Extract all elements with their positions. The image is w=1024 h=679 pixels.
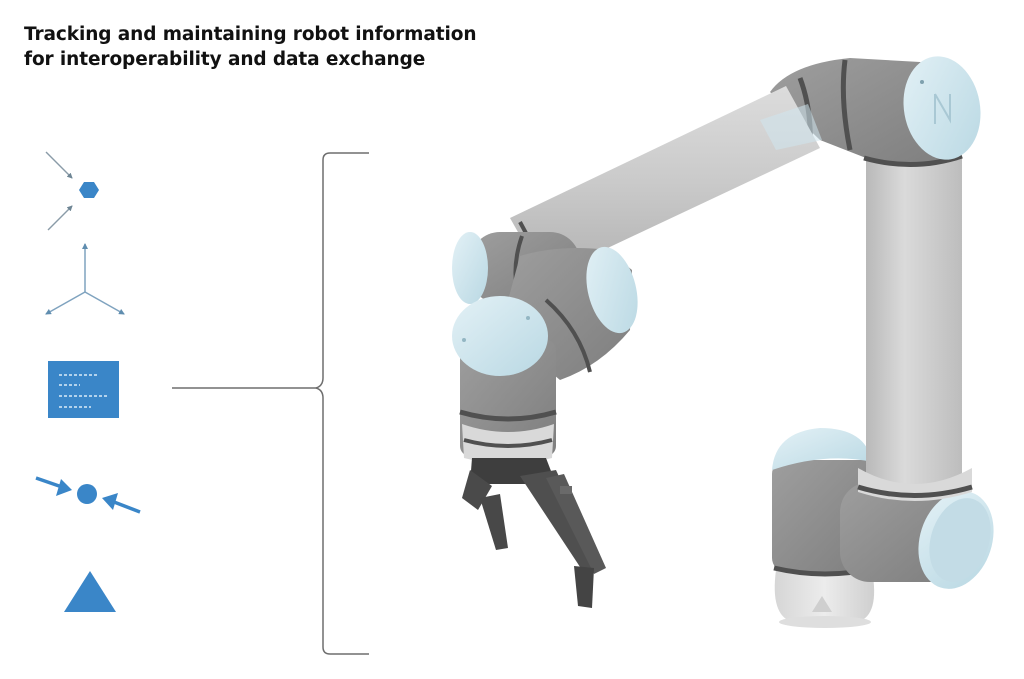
title-line-1: Tracking and maintaining robot informati…	[24, 24, 477, 45]
diagram-title: Tracking and maintaining robot informati…	[24, 22, 477, 72]
robot-gripper	[462, 458, 606, 608]
title-line-2: for interoperability and data exchange	[24, 49, 426, 70]
converging-arrows-circle-icon	[35, 476, 141, 514]
bracket-top-arm	[315, 152, 369, 389]
robot-upper-arm	[857, 152, 973, 501]
robot-base	[772, 428, 878, 628]
robot-wrist-3-joint	[452, 296, 557, 464]
triangle-icon	[64, 571, 116, 612]
document-text-icon	[48, 361, 119, 418]
bracket-connector	[172, 152, 369, 655]
bracket-bottom-arm	[315, 387, 369, 655]
hexagon-inputs-icon	[45, 151, 99, 231]
three-axis-icon	[45, 243, 125, 315]
robot-shoulder-joint	[840, 482, 994, 589]
